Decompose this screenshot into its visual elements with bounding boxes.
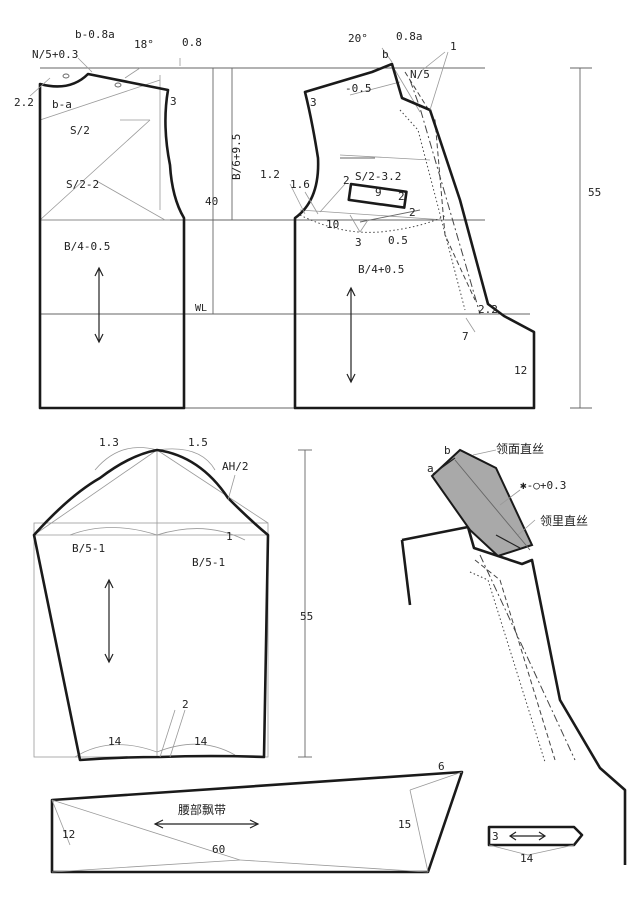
sleeve-fourteen-right-label: 14 [194,735,208,748]
sleeve-one-three-label: 1.3 [99,436,119,449]
back-angle-label: 18° [134,38,154,51]
back-neck-top-label: b-0.8a [75,28,115,41]
front-angle-label: 20° [348,32,368,45]
collar-neck-outline [401,525,627,865]
front-three-b-label: 3 [355,236,362,249]
back-forty-label: 40 [205,195,218,208]
back-shoulder-label: 0.8 [182,36,202,49]
sleeve-fifty-five-label: 55 [300,610,313,623]
belt-name-label: 腰部飘带 [178,802,226,817]
back-three-label: 3 [170,95,177,108]
front-nine-label: 9 [375,186,382,199]
sleeve-one-label: 1 [226,530,233,543]
collar-lining-grain-label: 领里直丝 [540,514,588,528]
front-three-label: 3 [310,96,317,109]
front-two-a-label: 2 [343,174,350,187]
sleeve-b5-left-label: B/5-1 [72,542,105,555]
sleeve: 1.3 1.5 AH/2 1 B/5-1 B/5-1 55 2 14 14 [32,436,313,762]
belt-sixty-label: 60 [212,843,225,856]
front-one-six-label: 1.6 [290,178,310,191]
front-b-small-label: b [382,48,389,61]
back-b-minus-a-label: b-a [52,98,72,111]
collar-b-label: b [444,444,451,457]
belt-fifteen-label: 15 [398,818,411,831]
back-neck-left-label: N/5+0.3 [32,48,78,61]
collar-formula-label: ✱-○+0.3 [520,479,566,492]
front-twelve-label: 12 [514,364,527,377]
front-minus05-label: -0.5 [345,82,372,95]
front-one-two-label: 1.2 [260,168,280,181]
sleeve-one-five-label: 1.5 [188,436,208,449]
front-outline [293,62,536,410]
front-half-label: 0.5 [388,234,408,247]
back-s2-2-label: S/2-2 [66,178,99,191]
back-outline [38,72,186,410]
pocket-rect [347,182,408,209]
front-one-label: 1 [450,40,457,53]
front-n5-label: N/5 [410,68,430,81]
sleeve-two-label: 2 [182,698,189,711]
sleeve-b5-right-label: B/5-1 [192,556,225,569]
tab-three-label: 3 [492,830,499,843]
front-two-c-label: 2 [409,206,416,219]
front-fifty-five-label: 55 [588,186,601,199]
front-neck-top-label: 0.8a [396,30,423,43]
sleeve-fourteen-left-label: 14 [108,735,122,748]
back-wl-label: WL [195,303,207,314]
belt-six-label: 6 [438,760,445,773]
sleeve-ah2-label: AH/2 [222,460,249,473]
back-b4-label: B/4-0.5 [64,240,110,253]
tab-piece: 3 14 [487,825,584,865]
collar-a-label: a [427,462,434,475]
back-depth-label: B/6+9.5 [230,134,243,180]
front-two-two-label: 2.2 [478,303,498,316]
collar-face-grain-label: 领面直丝 [496,442,544,456]
back-side-22-label: 2.2 [14,96,34,109]
tab-outline [487,825,584,847]
back-s2-label: S/2 [70,124,90,137]
back-bodice: b-0.8a N/5+0.3 18° 0.8 2.2 b-a S/2 3 S/2… [14,28,530,410]
front-ten-label: 10 [326,218,339,231]
front-seven-label: 7 [462,330,469,343]
collar-detail: b a 领面直丝 ✱-○+0.3 领里直丝 [400,442,627,865]
belt-twelve-label: 12 [62,828,75,841]
front-bodice: 20° 0.8a b 1 N/5 3 -0.5 S/2-3.2 1.2 1.6 … [260,30,601,410]
tab-fourteen-label: 14 [520,852,534,865]
collar-piece [430,448,534,558]
front-b4-label: B/4+0.5 [358,263,404,276]
front-s2-32-label: S/2-3.2 [355,170,401,183]
sleeve-outline [32,448,270,762]
front-two-b-label: 2 [398,190,405,203]
waist-belt: 腰部飘带 12 60 15 6 [50,760,464,874]
